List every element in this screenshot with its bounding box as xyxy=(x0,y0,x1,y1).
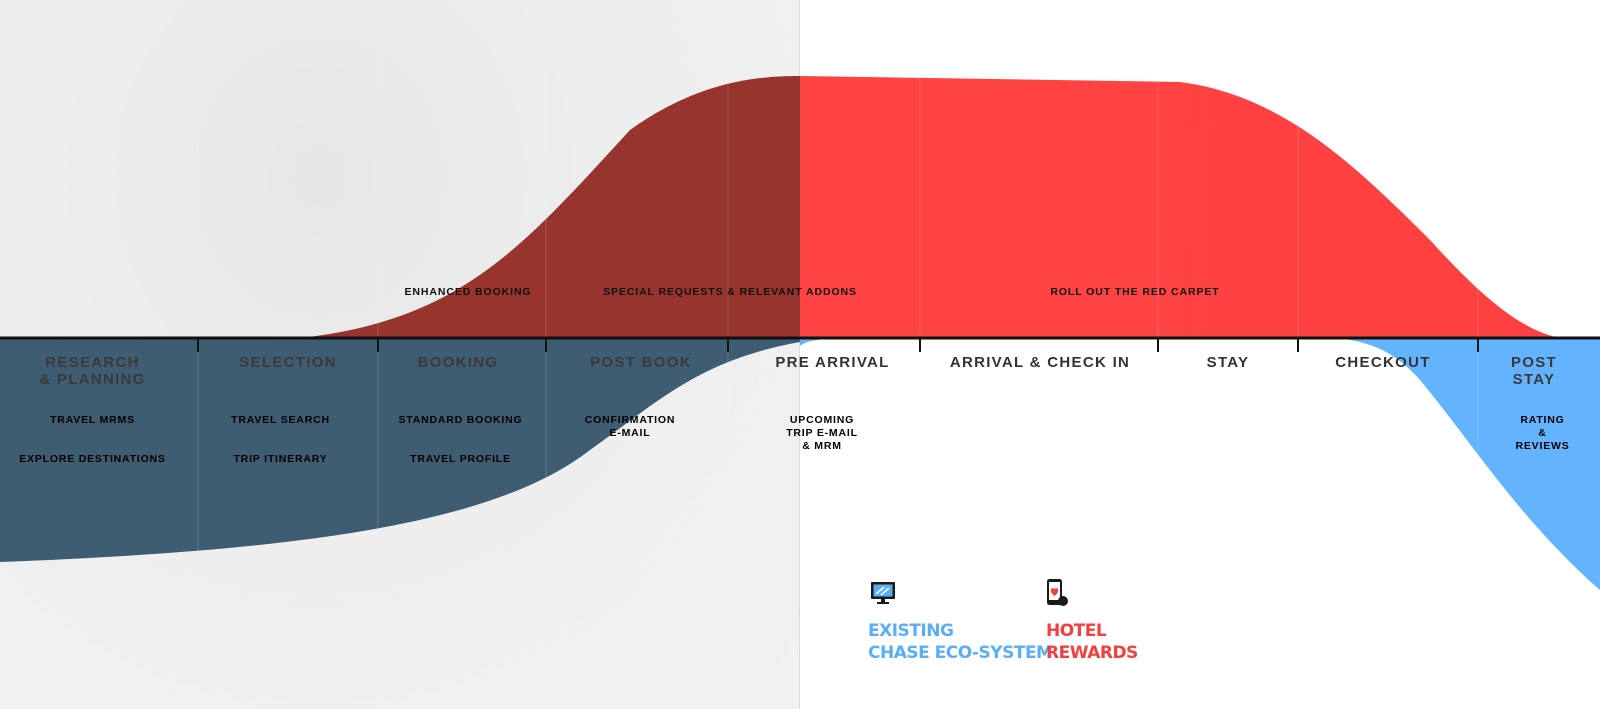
feature-special-requests: SPECIAL REQUESTS & RELEVANT ADDONS xyxy=(603,286,857,298)
stage-post-stay: POST STAY xyxy=(1510,354,1558,388)
legend-rewards-label: HOTEL REWARDS xyxy=(1046,621,1138,663)
rewards-area-left xyxy=(300,76,800,338)
touchpoint-standard-booking: STANDARD BOOKING xyxy=(398,414,523,426)
touchpoint-travel-profile: TRAVEL PROFILE xyxy=(410,453,511,465)
touchpoint-travel-mrms: TRAVEL MRMS xyxy=(50,414,135,426)
touchpoint-rating-reviews: RATING & REVIEWS xyxy=(1515,414,1570,452)
stage-research-planning: RESEARCH & PLANNING xyxy=(39,354,146,388)
existing-area-right xyxy=(1330,338,1600,590)
touchpoint-confirmation-email: CONFIRMATION E-MAIL xyxy=(584,414,676,439)
monitor-icon xyxy=(870,580,896,611)
stage-arrival-check-in: ARRIVAL & CHECK IN xyxy=(949,354,1131,371)
feature-enhanced-booking: ENHANCED BOOKING xyxy=(404,286,532,298)
center-divider xyxy=(799,0,800,709)
stage-post-book: POST BOOK xyxy=(590,354,692,371)
touchpoint-explore-destinations: EXPLORE DESTINATIONS xyxy=(19,453,166,465)
touchpoint-travel-search: TRAVEL SEARCH xyxy=(231,414,330,426)
stage-checkout: CHECKOUT xyxy=(1335,354,1431,371)
feature-red-carpet: ROLL OUT THE RED CARPET xyxy=(1050,286,1220,298)
rewards-area-right xyxy=(800,76,1560,338)
existing-area-left xyxy=(0,338,800,562)
touchpoint-upcoming-trip-email: UPCOMING TRIP E-MAIL & MRM xyxy=(786,414,858,452)
phone-heart-icon xyxy=(1044,578,1070,613)
stage-booking: BOOKING xyxy=(417,354,499,371)
legend-existing-label: EXISTING CHASE ECO-SYSTEM xyxy=(868,621,1053,663)
stage-pre-arrival: PRE ARRIVAL xyxy=(775,354,890,371)
stage-selection: SELECTION xyxy=(239,354,337,371)
touchpoint-trip-itinerary: TRIP ITINERARY xyxy=(233,453,328,465)
stage-stay: STAY xyxy=(1206,354,1250,371)
